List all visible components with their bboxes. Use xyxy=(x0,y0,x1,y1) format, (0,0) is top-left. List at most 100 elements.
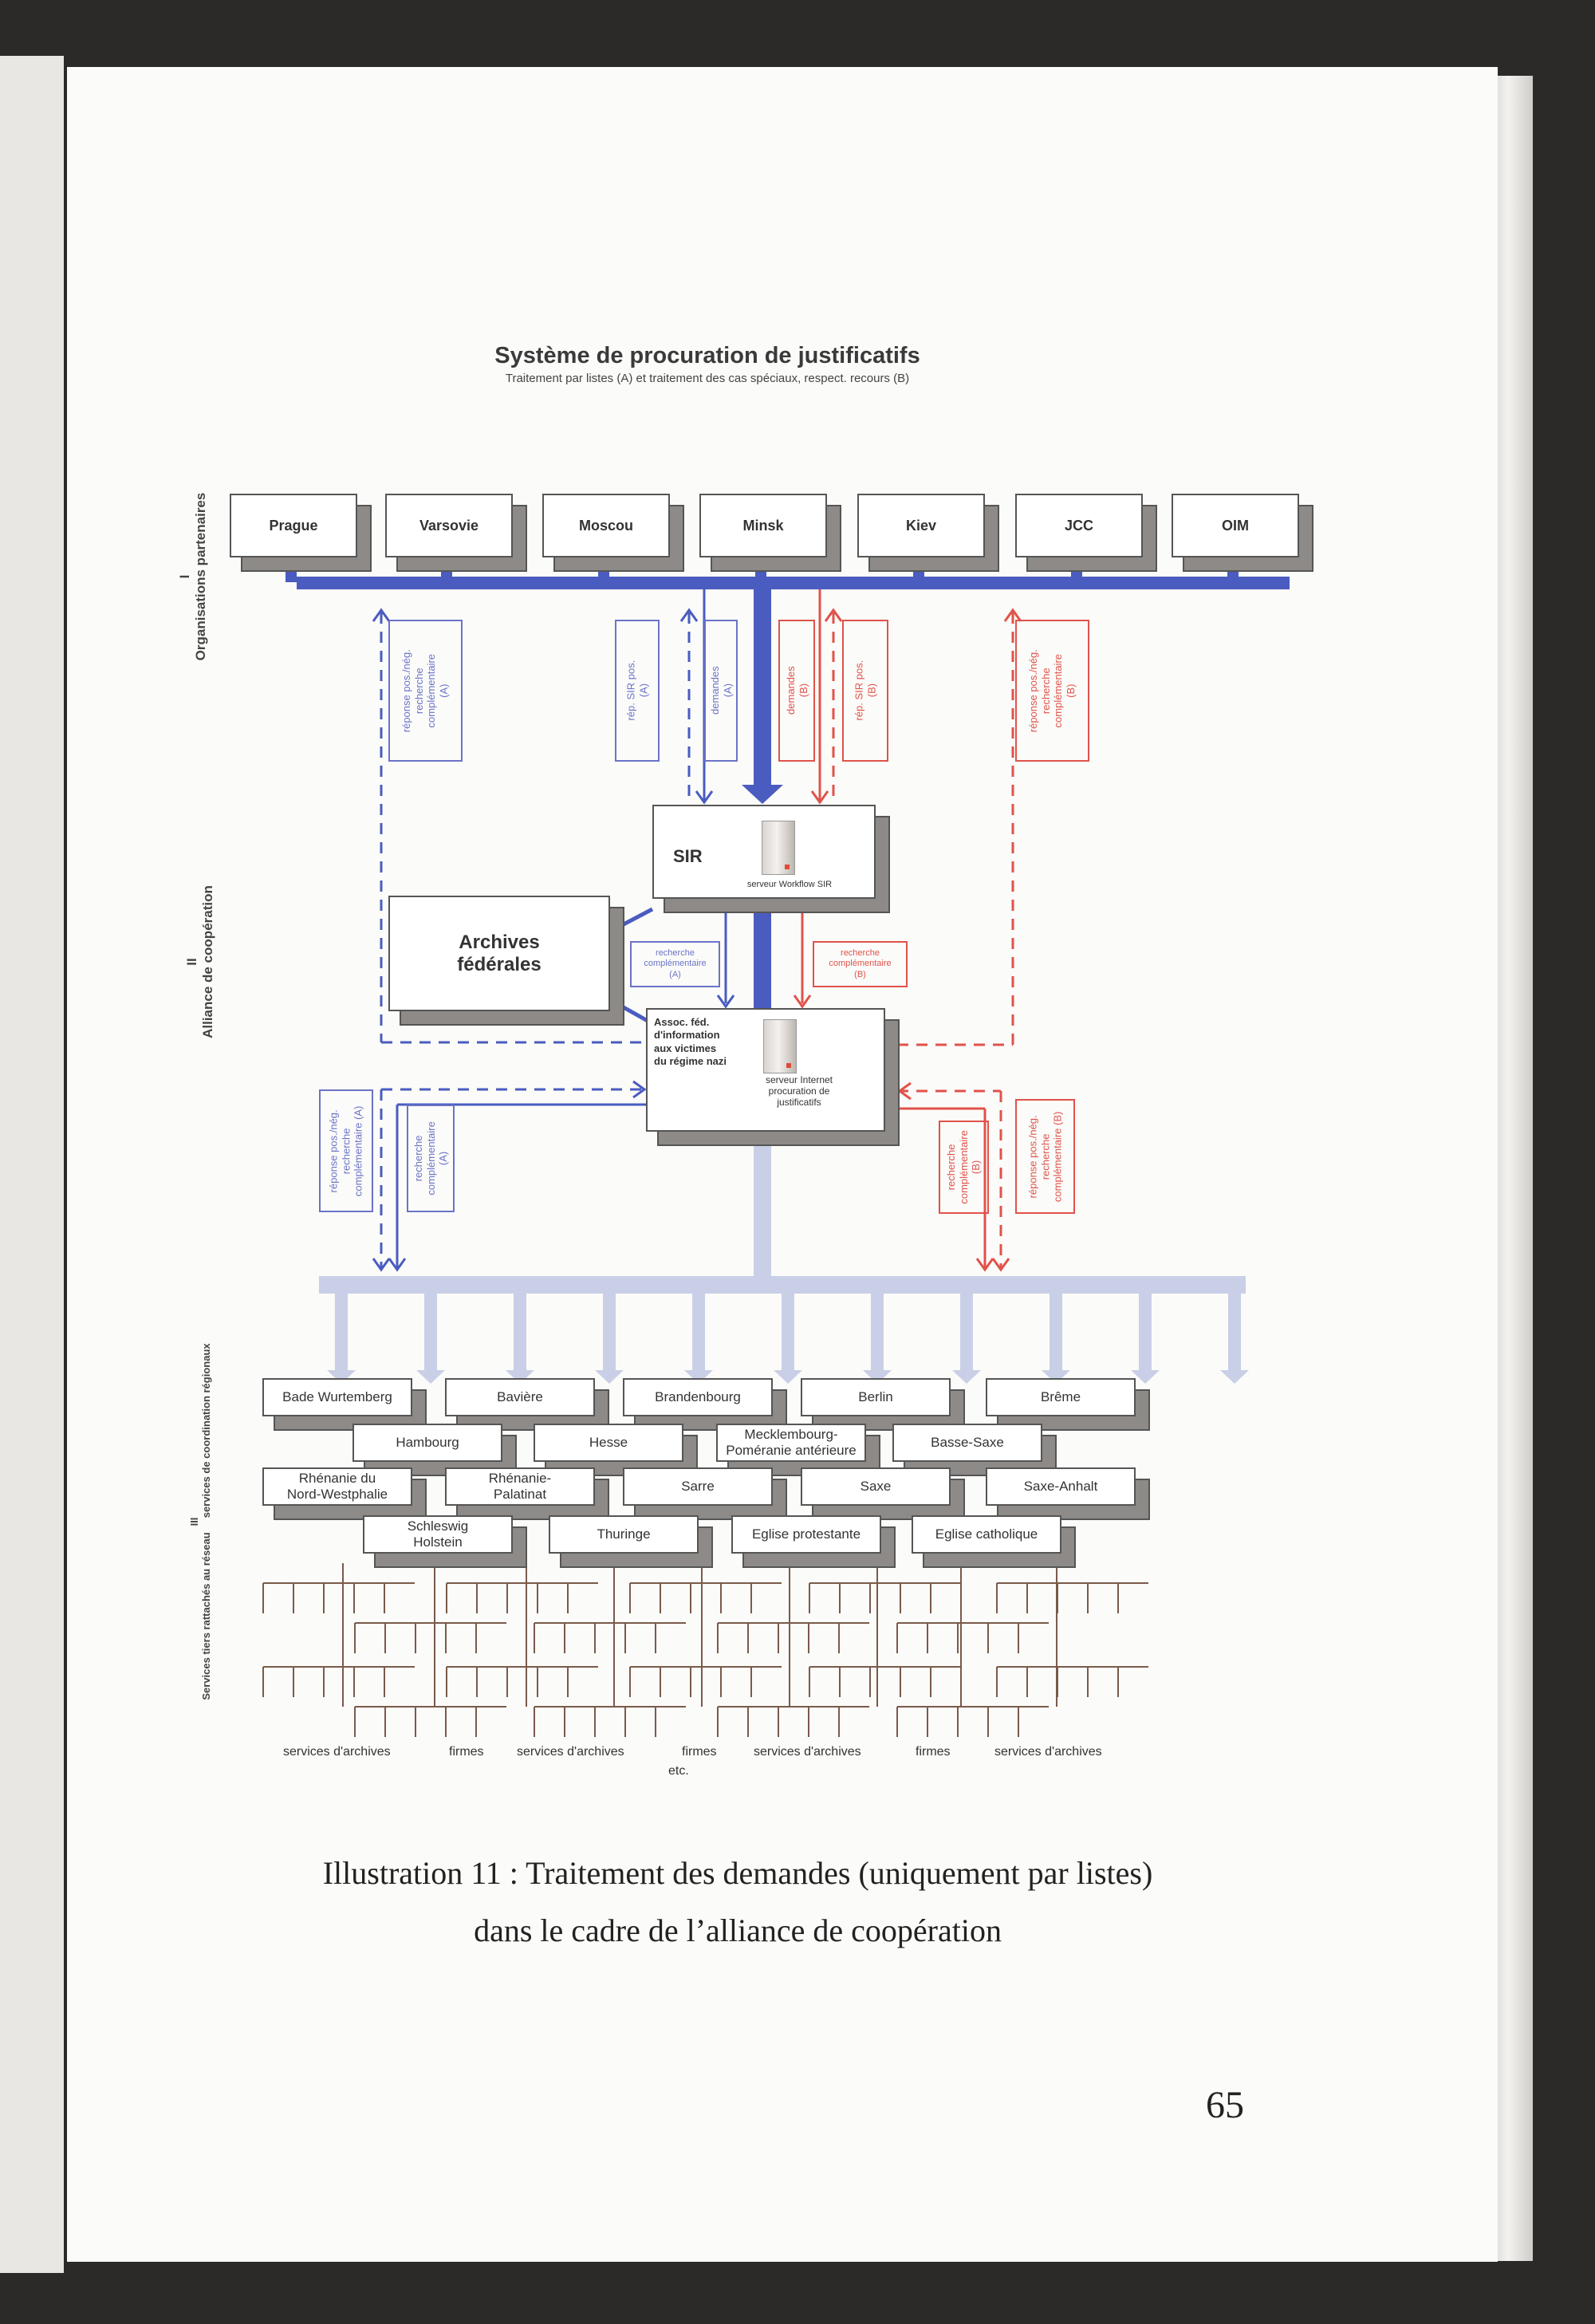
tree-label: services d'archives xyxy=(517,1745,624,1759)
regions-bus-drop xyxy=(871,1292,884,1372)
region-box-label: Saxe-Anhalt xyxy=(1023,1479,1098,1495)
arrowhead-icon xyxy=(897,1081,912,1101)
page-number: 65 xyxy=(1206,2084,1244,2126)
caption-line-1: Illustration 11 : Traitement des demande… xyxy=(322,1855,1153,1891)
flow-label-box: demandes (A) xyxy=(704,620,738,762)
regions-bus-drop xyxy=(514,1292,526,1372)
sir-server-label: serveur Workflow SIR xyxy=(746,880,833,889)
arrowhead-icon xyxy=(793,995,812,1009)
diagram-subtitle: Traitement par listes (A) et traitement … xyxy=(505,372,910,385)
flow-label-text: demandes (B) xyxy=(784,666,809,715)
region-box-label: Saxe xyxy=(860,1479,892,1495)
tree-label: firmes xyxy=(449,1745,484,1759)
partner-box-kiev-label: Kiev xyxy=(905,517,937,534)
flow-label-box: rép. SIR pos. (B) xyxy=(842,620,888,762)
partner-bus-drop xyxy=(755,558,766,582)
archives-federales-box-label: Archives fédérales xyxy=(457,931,542,975)
region-box-label: Eglise protestante xyxy=(751,1526,861,1542)
tree-etc-label: etc. xyxy=(668,1764,689,1778)
arrowhead-icon xyxy=(1003,608,1022,622)
partner-bus-drop xyxy=(286,558,297,582)
region-box-label: Basse-Saxe xyxy=(931,1435,1004,1451)
region-box-label: Brême xyxy=(1040,1389,1081,1405)
regions-bus-drop xyxy=(782,1292,794,1372)
flow-label-box: recherche complémentaire (A) xyxy=(407,1105,455,1212)
region-box-label: Rhénanie du Nord-Westphalie xyxy=(286,1471,388,1502)
regions-bus-drop xyxy=(960,1292,973,1372)
arrowhead-icon xyxy=(695,790,714,805)
region-box-label: Brandenbourg xyxy=(655,1389,741,1405)
side-label-text: Services tiers rattachés au réseau servi… xyxy=(200,1343,212,1700)
partner-box-varsovie-label: Varsovie xyxy=(419,517,479,534)
partner-bus xyxy=(297,577,1290,589)
arrowhead-icon xyxy=(372,1258,391,1272)
region-box: Hambourg xyxy=(352,1424,502,1462)
server-icon xyxy=(763,1019,797,1073)
tree-label: firmes xyxy=(682,1745,717,1759)
flow-label-box: recherche complémentaire (B) xyxy=(939,1121,989,1214)
arrowhead-icon xyxy=(632,1080,647,1099)
region-box: Saxe-Anhalt xyxy=(986,1467,1136,1506)
region-box-label: Sarre xyxy=(681,1479,715,1495)
tree-label: services d'archives xyxy=(283,1745,391,1759)
region-box-label: Schleswig Holstein xyxy=(407,1518,469,1550)
region-box: Bade Wurtemberg xyxy=(262,1378,412,1416)
tree-label: firmes xyxy=(916,1745,951,1759)
regions-bus-drop xyxy=(692,1292,705,1372)
region-box: Sarre xyxy=(623,1467,773,1506)
regions-bus-drop xyxy=(1228,1292,1241,1372)
regions-bus-drop xyxy=(1139,1292,1152,1372)
page-stack-edge xyxy=(1491,76,1533,2261)
partner-bus-drop xyxy=(598,558,609,582)
regions-arrowhead xyxy=(863,1370,892,1384)
flow-label-text: rép. SIR pos. (A) xyxy=(624,660,649,721)
partner-box-minsk: Minsk xyxy=(699,494,827,557)
regions-bus-drop xyxy=(603,1292,616,1372)
book-page xyxy=(67,67,1498,2262)
flow-label-text: demandes (A) xyxy=(708,666,733,715)
partner-bus-drop xyxy=(1071,558,1082,582)
flow-label-text: réponse pos./nég. recherche complémentai… xyxy=(1026,1111,1064,1202)
flow-label-box: réponse pos./nég. recherche complémentai… xyxy=(1015,1099,1075,1214)
region-box-label: Eglise catholique xyxy=(935,1526,1038,1542)
tree-label: services d'archives xyxy=(994,1745,1102,1759)
flow-label-box: rép. SIR pos. (A) xyxy=(615,620,660,762)
regions-arrowhead xyxy=(506,1370,534,1384)
partner-bus-drop xyxy=(1227,558,1239,582)
assoc-label: Assoc. féd. d'information aux victimes d… xyxy=(654,1016,727,1067)
assoc-server-label: serveur Internet procuration de justific… xyxy=(765,1074,833,1108)
sir-to-assoc-link xyxy=(754,912,771,1011)
regions-bus xyxy=(319,1276,1246,1294)
region-box: Eglise catholique xyxy=(912,1515,1061,1554)
regions-arrowhead xyxy=(327,1370,356,1384)
regions-arrowhead xyxy=(1042,1370,1070,1384)
region-box-label: Berlin xyxy=(858,1389,893,1405)
flow-label-box: recherche complémentaire (B) xyxy=(813,941,908,987)
partner-bus-drop xyxy=(441,558,452,582)
server-icon xyxy=(762,821,795,875)
region-box-label: Hesse xyxy=(589,1435,628,1451)
regions-bus-drop xyxy=(424,1292,437,1372)
arrowhead-icon xyxy=(679,608,699,622)
region-box-label: Hambourg xyxy=(396,1435,459,1451)
region-box-label: Thuringe xyxy=(597,1526,651,1542)
caption-line-2: dans le cadre de l’alliance de coopérati… xyxy=(474,1912,1002,1948)
sir-box: SIR serveur Workflow SIR xyxy=(652,805,876,899)
previous-page-edge xyxy=(0,56,64,2273)
main-request-arrowhead xyxy=(742,785,783,804)
partner-box-oim-label: OIM xyxy=(1222,517,1249,534)
sir-label: SIR xyxy=(673,846,703,866)
arrowhead-icon xyxy=(372,608,391,622)
region-box: Thuringe xyxy=(549,1515,699,1554)
diagram-title: Système de procuration de justificatifs xyxy=(494,343,920,368)
region-box: Berlin xyxy=(801,1378,951,1416)
flow-label-text: réponse pos./nég. recherche complémentai… xyxy=(1027,648,1077,733)
flow-label-text: recherche complémentaire (B) xyxy=(945,1130,983,1204)
tree-label: services d'archives xyxy=(754,1745,861,1759)
partner-bus-drop xyxy=(913,558,924,582)
archives-sir-link xyxy=(620,907,654,928)
partner-box-moscou-label: Moscou xyxy=(578,517,633,534)
archives-federales-box: Archives fédérales xyxy=(388,896,610,1011)
flow-label-box: demandes (B) xyxy=(778,620,815,762)
